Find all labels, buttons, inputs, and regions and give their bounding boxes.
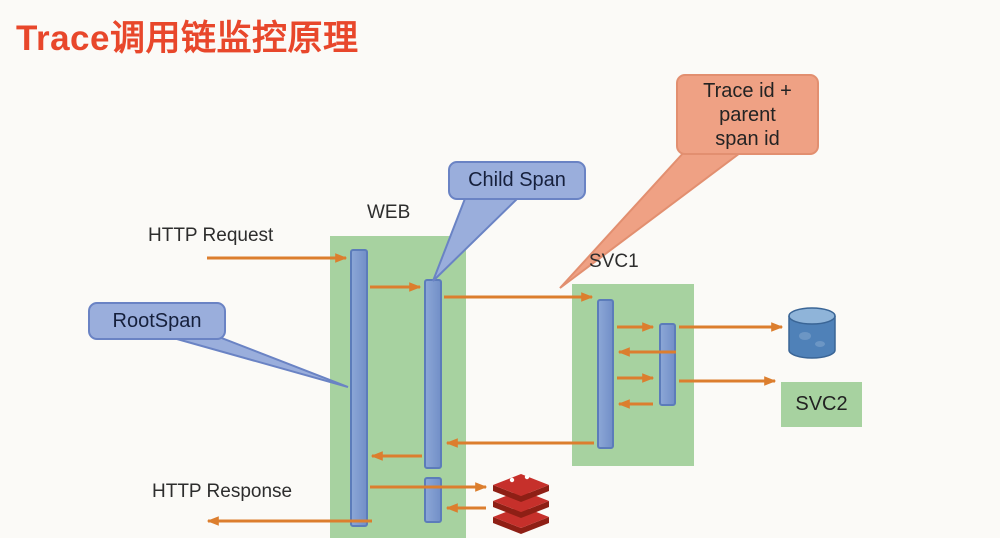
rootspan-callout-tail <box>151 331 349 388</box>
traceid-callout: Trace id + parent span id <box>676 74 819 155</box>
redis-icon <box>493 474 549 534</box>
svc1-child-span-bar <box>659 323 676 406</box>
flow-arrows <box>206 253 784 526</box>
rootspan-callout: RootSpan <box>88 302 226 340</box>
web-label: WEB <box>367 202 411 223</box>
page-title: Trace调用链监控原理 <box>16 19 359 58</box>
http-request-label: HTTP Request <box>148 225 274 246</box>
child-span-bar <box>424 279 442 469</box>
redis-call-span-bar <box>424 477 442 523</box>
root-span-bar <box>350 249 368 527</box>
childspan-callout: Child Span <box>448 161 586 200</box>
database-icon <box>788 307 836 359</box>
http-response-label: HTTP Response <box>152 481 293 502</box>
svc1-root-span-bar <box>597 299 614 449</box>
svc1-label: SVC1 <box>589 251 639 272</box>
traceid-callout-tail <box>559 149 747 289</box>
svc2-label: SVC2 <box>795 393 848 415</box>
svc2-service-box: SVC2 <box>781 382 862 427</box>
